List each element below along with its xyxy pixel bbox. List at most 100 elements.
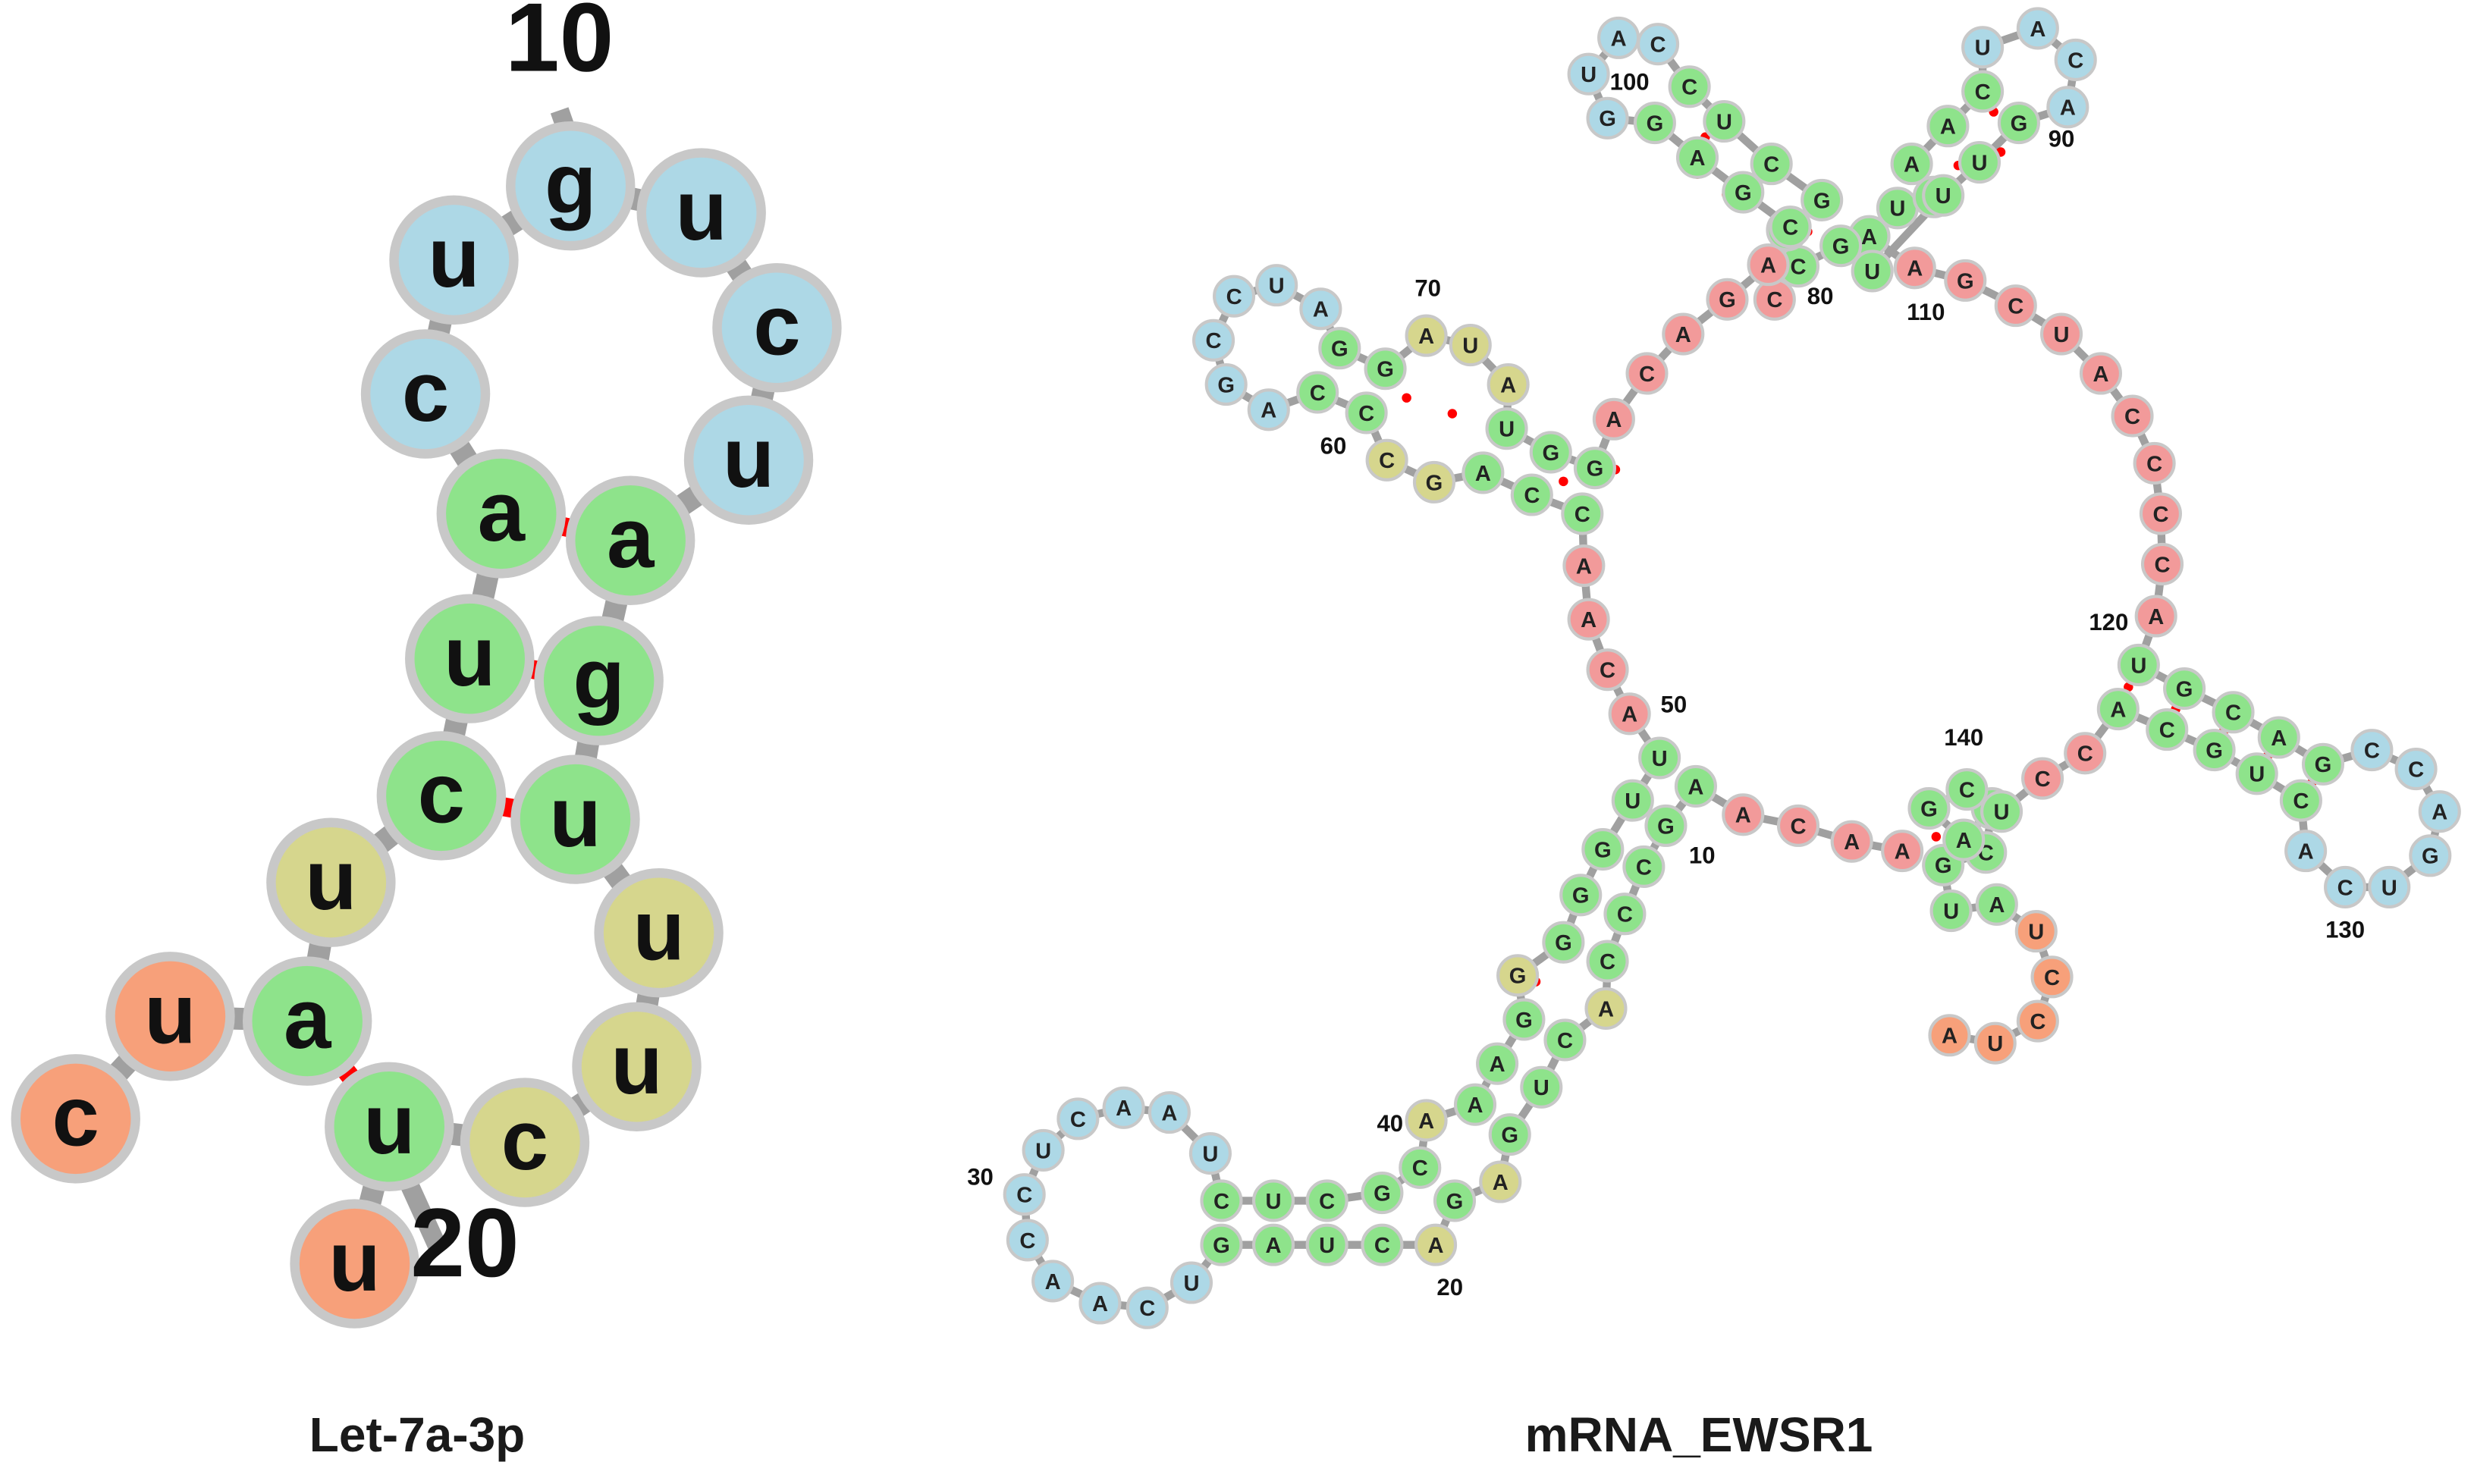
nucleotide-circle bbox=[1405, 314, 1448, 357]
nucleotide-letter: A bbox=[1989, 893, 2005, 918]
position-number: 130 bbox=[2325, 916, 2365, 943]
nucleotide-hairpin-loop: C bbox=[1056, 1097, 1100, 1140]
position-number: 10 bbox=[505, 0, 614, 93]
nucleotide-letter: G bbox=[1217, 373, 1235, 397]
nucleotide-letter: u bbox=[328, 1213, 381, 1309]
nucleotide-circle bbox=[290, 1199, 419, 1329]
ewsr1-mrna-structure: AUCCUAUGCAAGCUCCACGUCACUGACCGACGUACCCCAU… bbox=[967, 7, 2461, 1329]
nucleotide-circle bbox=[105, 952, 235, 1081]
nucleotide-letter: G bbox=[1719, 288, 1736, 312]
position-number: 100 bbox=[1610, 68, 1650, 95]
nucleotide-letter: A bbox=[1092, 1292, 1108, 1316]
nucleotide-letter: C bbox=[1139, 1297, 1155, 1321]
nucleotide-circle bbox=[1644, 804, 1688, 847]
nucleotide-letter: C bbox=[1636, 855, 1652, 880]
nucleotide-circle bbox=[2163, 667, 2206, 711]
nucleotide-letter: C bbox=[1650, 33, 1666, 58]
nucleotide-stem: C bbox=[1961, 70, 2005, 113]
nucleotide-circle bbox=[1562, 544, 1606, 588]
nucleotide-circle bbox=[1022, 1128, 1065, 1172]
nucleotide-stem: A bbox=[1942, 818, 1986, 861]
nucleotide-stem: U bbox=[1305, 1223, 1348, 1266]
nucleotide-stem: G bbox=[1644, 804, 1688, 847]
nucleotide-letter: u bbox=[723, 409, 775, 505]
nucleotide-circle bbox=[1213, 275, 1256, 318]
nucleotide-letter: A bbox=[1861, 225, 1877, 249]
nucleotide-letter: A bbox=[1418, 325, 1434, 349]
nucleotide-circle bbox=[1204, 362, 1248, 406]
nucleotide-stem: G bbox=[1364, 347, 1407, 391]
nucleotide-circle bbox=[2016, 999, 2059, 1043]
nucleotide-circle bbox=[2212, 691, 2255, 734]
nucleotide-letter: A bbox=[1475, 462, 1491, 486]
nucleotide-hairpin-loop: g bbox=[506, 121, 636, 251]
nucleotide-stem: G bbox=[1200, 1223, 1243, 1266]
nucleotide-multi-loop: A bbox=[1562, 544, 1606, 588]
nucleotide-circle bbox=[1801, 178, 1844, 221]
nucleotide-circle bbox=[1488, 1113, 1531, 1156]
nucleotide-letter: G bbox=[1587, 457, 1604, 482]
nucleotide-circle bbox=[1192, 318, 1235, 362]
nucleotide-letter: A bbox=[1313, 298, 1329, 322]
nucleotide-circle bbox=[1502, 998, 1546, 1041]
nucleotide-letter: C bbox=[2035, 767, 2051, 792]
nucleotide-letter: C bbox=[2067, 49, 2083, 73]
nucleotide-circle bbox=[376, 731, 507, 861]
nucleotide-stem: G bbox=[1433, 1179, 1477, 1222]
nucleotide-circle bbox=[1625, 352, 1669, 395]
nucleotide-circle bbox=[1890, 143, 1933, 186]
nucleotide-stem: U bbox=[1929, 889, 1973, 933]
nucleotide-letter: C bbox=[1782, 216, 1798, 240]
nucleotide-circle bbox=[1188, 1132, 1232, 1175]
nucleotide-hairpin-loop: A bbox=[2016, 7, 2059, 50]
nucleotide-letter: U bbox=[2381, 876, 2397, 900]
nucleotide-multi-loop: C bbox=[2111, 394, 2154, 438]
nucleotide-circle bbox=[1929, 889, 1973, 933]
nucleotide-hairpin-loop: u bbox=[683, 395, 814, 525]
nucleotide-circle bbox=[1361, 1223, 1404, 1266]
nucleotide-hairpin-loop: u bbox=[636, 148, 766, 278]
nucleotide-circle bbox=[1703, 99, 1746, 143]
nucleotide-stem: G bbox=[1529, 431, 1572, 474]
position-number: 10 bbox=[1689, 842, 1716, 869]
position-number: 70 bbox=[1414, 275, 1441, 302]
nucleotide-stem: G bbox=[1907, 786, 1951, 830]
nucleotide-circle bbox=[1476, 1042, 1519, 1085]
nucleotide-circle bbox=[2016, 7, 2059, 50]
nucleotide-circle bbox=[405, 594, 535, 723]
nucleotide-hairpin-loop: U bbox=[1567, 52, 1610, 96]
nucleotide-letter: A bbox=[1688, 775, 1703, 799]
nucleotide-circle bbox=[1251, 1223, 1295, 1266]
nucleotide-letter: A bbox=[2093, 362, 2108, 387]
nucleotide-letter: C bbox=[1575, 503, 1590, 527]
nucleotide-hairpin-loop: A bbox=[1148, 1091, 1191, 1134]
nucleotide-circle bbox=[1487, 362, 1530, 406]
nucleotide-letter: G bbox=[1735, 181, 1752, 206]
nucleotide-letter: C bbox=[2030, 1010, 2045, 1034]
nucleotide-letter: A bbox=[1266, 1234, 1282, 1258]
nucleotide-letter: C bbox=[2225, 701, 2241, 726]
nucleotide-circle bbox=[1414, 1223, 1458, 1266]
nucleotide-hairpin-loop: U bbox=[1169, 1261, 1213, 1304]
nucleotide-hairpin-loop: A bbox=[1031, 1260, 1075, 1303]
nucleotide-letter: G bbox=[1599, 107, 1616, 131]
nucleotide-letter: U bbox=[1971, 151, 1987, 175]
nucleotide-circle bbox=[2139, 492, 2182, 535]
nucleotide-hairpin-loop: C bbox=[1126, 1286, 1169, 1329]
nucleotide-multi-loop: A bbox=[1881, 830, 1924, 873]
nucleotide-stem: G bbox=[1819, 224, 1863, 268]
nucleotide-stem: G bbox=[1488, 1113, 1531, 1156]
nucleotide-interior-loop: u bbox=[572, 1002, 702, 1132]
nucleotide-multi-loop: A bbox=[1722, 793, 1765, 836]
nucleotide-letter: A bbox=[1598, 997, 1614, 1021]
position-number: 30 bbox=[967, 1164, 994, 1191]
nucleotide-letter: C bbox=[2044, 966, 2060, 990]
nucleotide-circle bbox=[1405, 1099, 1448, 1142]
nucleotide-circle bbox=[1561, 492, 1604, 535]
nucleotide-circle bbox=[1973, 1021, 2017, 1065]
nucleotide-circle bbox=[1586, 648, 1629, 692]
nucleotide-interior-loop: G bbox=[1412, 460, 1456, 504]
nucleotide-letter: U bbox=[1035, 1139, 1051, 1163]
nucleotide-letter: A bbox=[1606, 408, 1622, 432]
